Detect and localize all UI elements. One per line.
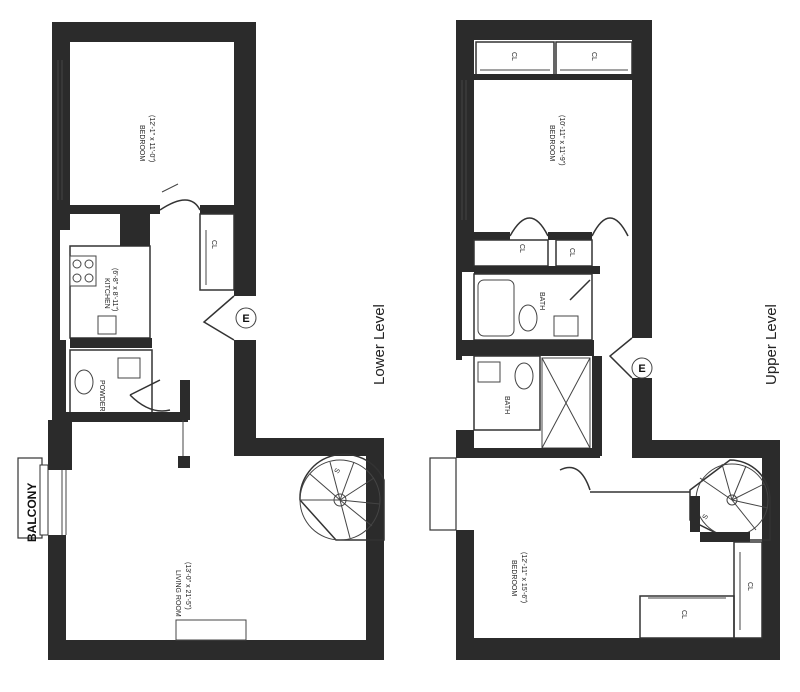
lower-right-wall	[234, 340, 384, 655]
lower-entry-door	[202, 295, 235, 341]
upper-right-wall	[632, 378, 780, 660]
bath1-sink-icon	[553, 315, 579, 337]
upper-entry-door	[608, 337, 633, 379]
upper-entry-marker	[631, 357, 653, 379]
powder-door	[129, 379, 171, 412]
lower-level-label: Lower Level	[371, 304, 388, 385]
upper-stair-mark: S	[702, 513, 711, 521]
sink-icon	[97, 315, 117, 335]
bath2-toilet-icon	[514, 362, 534, 390]
lower-bedroom-door	[159, 199, 201, 211]
stove-icon	[69, 255, 97, 287]
lower-level-plan: E S BEDROOM (12'-1" x 11'-0") KITCHEN (6…	[17, 22, 388, 660]
powder-label: POWDER	[98, 380, 105, 412]
upper-bath1-label: BATH	[538, 292, 545, 310]
lower-outer-wall	[52, 22, 256, 296]
lower-bottom-wall	[52, 640, 384, 660]
upper-closet-f-label: CL	[746, 582, 753, 591]
upper-bedroom2-dim: (12'-11" x 15'-6")	[520, 552, 527, 603]
living-room-dim: (13'-0" x 21'-5")	[184, 562, 191, 610]
lower-spiral-stair	[299, 453, 385, 541]
kitchen-label: KITCHEN	[103, 278, 110, 309]
lower-left-wall	[48, 210, 72, 660]
bath1-toilet-icon	[518, 304, 538, 332]
powder-sink-icon	[117, 357, 141, 379]
upper-closet-c-label: CL	[518, 244, 525, 253]
upper-closet-c	[473, 239, 549, 267]
upper-bedroom2-door	[559, 466, 591, 491]
upper-bottom-wall	[456, 638, 780, 660]
lower-entry-label: E	[242, 313, 249, 325]
upper-bedroom-door-1	[509, 217, 549, 237]
living-room-label: LIVING ROOM	[174, 570, 181, 617]
upper-left-wall	[456, 238, 474, 660]
upper-entry-label: E	[638, 363, 645, 375]
upper-bedroom2-label: BEDROOM	[510, 560, 517, 596]
upper-spiral-stair	[689, 459, 771, 542]
fireplace	[175, 619, 247, 641]
lower-closet	[199, 213, 235, 291]
upper-closet-b-label: CL	[590, 52, 597, 61]
upper-level-label: Upper Level	[763, 304, 780, 385]
lower-entry-marker	[235, 307, 257, 329]
upper-balcony-rail	[429, 457, 457, 531]
upper-closet-a-label: CL	[510, 52, 517, 61]
upper-closet-f	[733, 541, 763, 639]
balcony-label: BALCONY	[25, 483, 39, 542]
upper-level-plan: E S BEDROOM (10'-11" x 11'-9") CL CL	[429, 20, 780, 660]
bathtub-icon	[477, 279, 515, 337]
balcony-box	[17, 457, 43, 539]
toilet-icon	[74, 369, 94, 395]
upper-bath-2	[473, 355, 541, 431]
upper-bedroom-south-wall	[474, 232, 510, 240]
upper-bath2-label: BATH	[503, 396, 510, 414]
lower-bedroom-dim: (12'-1" x 11'-0")	[148, 115, 155, 162]
upper-closet-e-label: CL	[680, 610, 687, 619]
upper-bedroom1-label: BEDROOM	[548, 125, 555, 161]
lower-stair-mark: S	[334, 467, 343, 475]
lower-closet-label: CL	[210, 240, 217, 249]
kitchen-dim: (6'-8" x 8'-11")	[111, 268, 118, 311]
lower-bedroom-south-wall	[70, 205, 234, 214]
upper-closet-d-label: CL	[568, 248, 575, 257]
upper-bedroom1-dim: (10'-11" x 11'-9")	[558, 115, 565, 166]
lower-bedroom-label: BEDROOM	[138, 125, 145, 161]
upper-bedroom-door-2	[591, 217, 629, 237]
bath2-sink-icon	[477, 361, 501, 383]
